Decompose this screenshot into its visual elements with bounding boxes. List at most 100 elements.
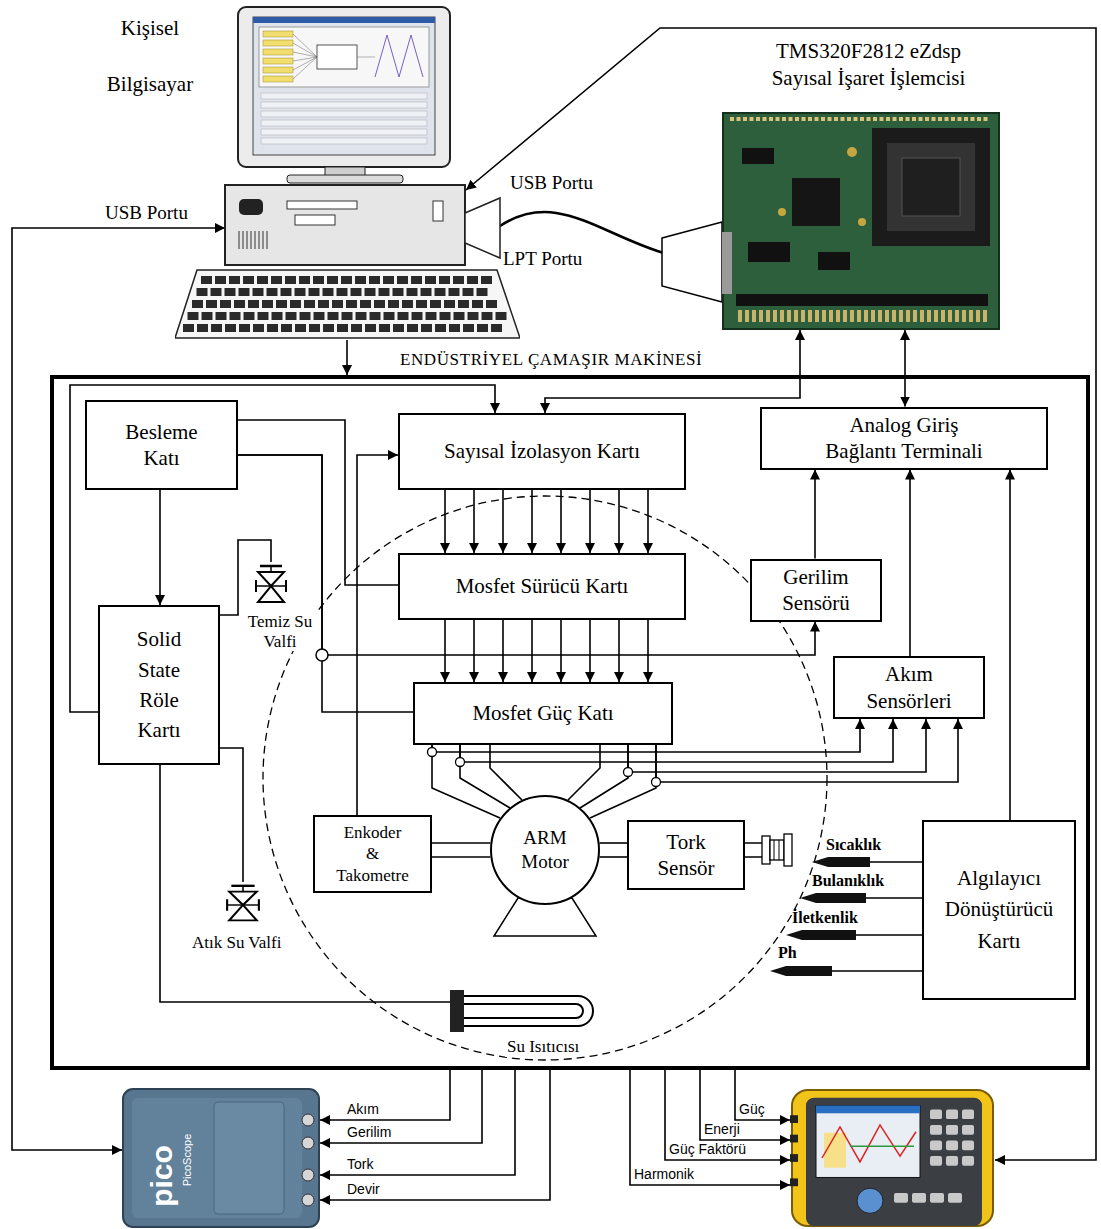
drawing-part — [299, 276, 310, 284]
machine-enclosure: ENDÜSTRİYEL ÇAMAŞIR MAKİNESİBesleme Katı… — [50, 375, 1090, 1070]
drawing-part — [444, 300, 455, 308]
drawing-part — [293, 43, 317, 57]
drawing-part — [225, 288, 236, 296]
drawing-part — [496, 312, 507, 320]
drawing-part — [383, 276, 394, 284]
connector-line — [160, 765, 450, 1002]
drawing-part — [263, 58, 293, 64]
connector-line — [490, 745, 522, 800]
drawing-part — [873, 117, 877, 121]
connector-line — [238, 455, 413, 712]
connector — [320, 1070, 482, 1143]
drawing-part — [806, 1098, 982, 1226]
label-holder: Enerji — [704, 1121, 740, 1137]
drawing-part — [309, 324, 320, 332]
drawing-part — [214, 1102, 284, 1214]
drawing-part — [870, 861, 922, 863]
drawing-part — [375, 35, 423, 77]
drawing-part — [860, 117, 864, 121]
drawing-part — [932, 117, 936, 121]
drawing-part — [323, 288, 334, 296]
drawing-part — [332, 300, 343, 308]
connector — [1010, 470, 1011, 821]
drawing-part — [356, 312, 367, 320]
connector — [357, 455, 398, 815]
drawing-part — [782, 117, 786, 121]
process-box: Akım Sensörleri — [833, 656, 985, 719]
drawing-part — [857, 310, 861, 322]
drawing-part — [263, 67, 293, 73]
process-box: Mosfet Sürücü Kartı — [398, 553, 686, 620]
connector — [320, 1070, 550, 1200]
drawing-part — [454, 312, 465, 320]
node-label: Gerilim Sensörü — [761, 564, 871, 617]
drawing-part — [815, 117, 819, 121]
connector-line — [735, 1070, 790, 1120]
drawing-part — [215, 276, 226, 284]
drawing-part — [948, 1193, 962, 1203]
process-box: Besleme Katı — [85, 400, 238, 490]
drawing-part — [379, 324, 390, 332]
node-label: Sayısal İzolasyon Kartı — [444, 438, 640, 464]
drawing-part — [464, 1004, 583, 1018]
drawing-part — [971, 117, 975, 121]
drawing-part — [919, 117, 923, 121]
node-label: ARM Motor — [513, 826, 577, 874]
drawing-part — [318, 300, 329, 308]
drawing-part — [365, 324, 376, 332]
drawing-part — [407, 324, 418, 332]
motor-circle: ARM Motor — [490, 795, 600, 905]
drawing-part — [272, 312, 283, 320]
connector — [445, 490, 648, 553]
drawing-part — [774, 840, 775, 860]
drawing-part — [281, 324, 292, 332]
drawing-part — [175, 270, 520, 338]
drawing-part — [425, 276, 436, 284]
drawing-part — [743, 117, 747, 121]
drawing-part — [892, 310, 896, 322]
process-box: Mosfet Güç Katı — [413, 682, 673, 745]
connector — [238, 455, 413, 712]
drawing-part — [450, 990, 464, 1032]
drawing-part — [913, 310, 917, 322]
drawing-part — [226, 899, 228, 911]
drawing-part — [239, 199, 263, 215]
drawing-part — [337, 288, 348, 296]
drawing-part — [435, 324, 446, 332]
drawing-part — [779, 840, 780, 860]
label-holder: PicoScope — [181, 1134, 195, 1187]
drawing-part — [477, 288, 488, 296]
drawing-part — [197, 288, 208, 296]
connector — [665, 1070, 790, 1160]
drawing-part — [259, 231, 260, 249]
label-holder: Devir — [347, 1181, 380, 1197]
process-box: Analog Giriş Bağlantı Terminali — [760, 407, 1048, 470]
connector — [700, 1070, 790, 1140]
drawing-part — [867, 117, 871, 121]
drawing-part — [426, 312, 437, 320]
label-holder: Bulanıklık — [812, 872, 884, 890]
drawing-part — [229, 905, 257, 920]
drawing-part — [323, 324, 334, 332]
drawing-part — [821, 117, 825, 121]
label-holder: Atık Su Valfi — [190, 932, 283, 953]
connector-line — [531, 620, 533, 682]
drawing-part — [946, 1156, 958, 1166]
label-holder: USB Portu — [510, 172, 593, 194]
drawing-part — [736, 294, 988, 306]
drawing-part — [402, 300, 413, 308]
drawing-part — [662, 222, 722, 302]
drawing-part — [784, 834, 792, 866]
process-box: Sayısal İzolasyon Kartı — [398, 413, 686, 490]
connector — [735, 1070, 790, 1120]
drawing-part — [302, 1169, 314, 1181]
drawing-part — [293, 52, 317, 57]
drawing-part — [229, 276, 240, 284]
connector-line — [432, 842, 490, 844]
signal-label: Tork — [347, 1156, 373, 1172]
drawing-part — [433, 201, 443, 221]
drawing-part — [941, 310, 945, 322]
connector — [545, 330, 800, 413]
drawing-part — [234, 300, 245, 308]
computer-illustration: Kişisel Bilgisayar — [175, 5, 520, 340]
